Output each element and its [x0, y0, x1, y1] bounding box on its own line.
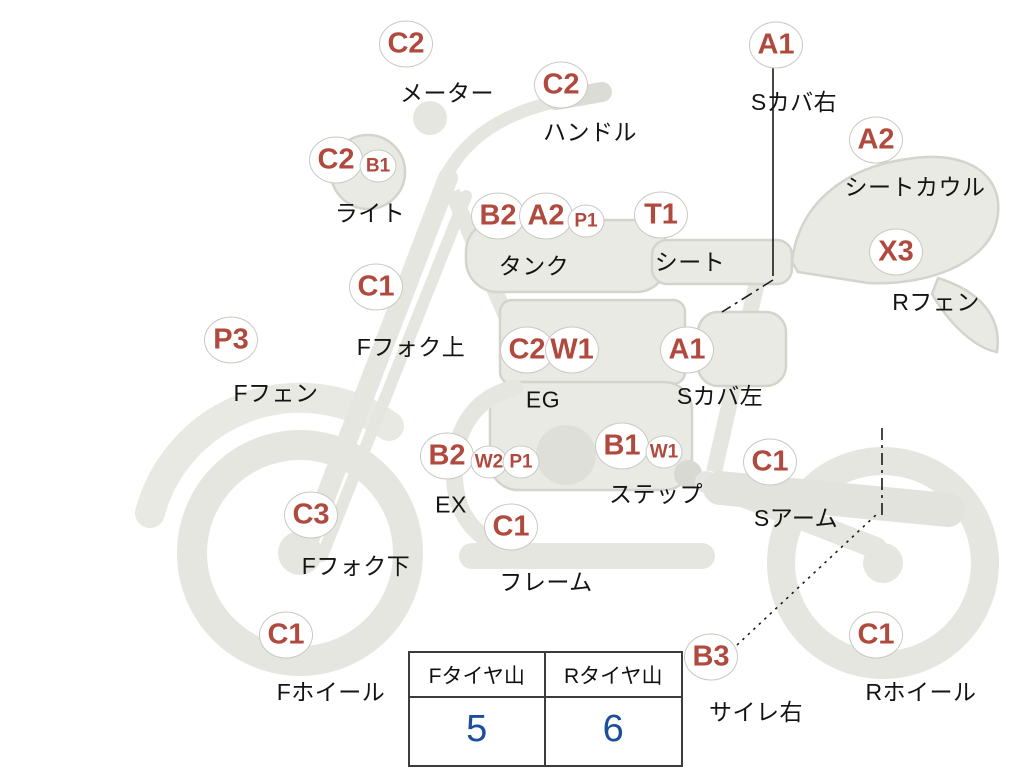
pointer-side-cover-right-dashdot — [721, 279, 774, 313]
grade-badge-primary: C2 — [309, 136, 363, 184]
grade-badge-primary: T1 — [634, 191, 688, 239]
pointer-silencer-dotted — [736, 512, 879, 646]
part-label: フレーム — [499, 569, 593, 595]
tire-table-header-front: Fタイヤ山 — [410, 653, 546, 698]
grade-badge-primary: C2 — [379, 20, 433, 68]
grade-badge-secondary: W2 — [470, 445, 508, 479]
rear-fender-shape — [930, 276, 999, 354]
tire-tread-rear-value: 6 — [602, 708, 624, 750]
grade-badge-primary: C1 — [484, 503, 538, 551]
part-label: EX — [435, 491, 467, 518]
part-label: Sカバ右 — [750, 89, 838, 115]
part-label: Fホイール — [276, 679, 386, 705]
grade-badge-secondary: A2 — [519, 192, 573, 240]
grade-badge-primary: P3 — [204, 316, 258, 364]
grade-badge-primary: A2 — [849, 116, 903, 164]
part-label: EG — [525, 386, 561, 413]
part-label: シート — [654, 249, 726, 275]
grade-badge-secondary: B1 — [359, 149, 397, 183]
grade-badge-primary: B1 — [595, 422, 649, 470]
part-label: Rフェン — [892, 289, 980, 315]
grade-badge-primary: B2 — [471, 192, 525, 240]
part-label: シートカウル — [844, 174, 986, 200]
tail-cowl-shape — [790, 155, 1000, 285]
pointer-lines — [721, 66, 883, 646]
tire-tread-front-value: 5 — [410, 698, 546, 765]
part-label: メーター — [400, 80, 494, 106]
part-label: タンク — [498, 253, 570, 279]
front-fork-shape — [296, 168, 472, 562]
tire-tread-table: Fタイヤ山 Rタイヤ山 5 6 — [408, 651, 683, 767]
meter-shape — [413, 101, 447, 135]
part-label: Sカバ左 — [676, 383, 764, 409]
muffler-shape — [703, 471, 965, 527]
grade-badge-primary: B3 — [684, 633, 738, 681]
part-label: Fフェン — [233, 380, 319, 406]
grade-badge-primary: C1 — [743, 438, 797, 486]
grade-badge-primary: A1 — [660, 326, 714, 374]
part-label: ライト — [334, 200, 406, 226]
exhaust-pipe-shape — [445, 379, 524, 559]
grade-badge-primary: A1 — [749, 21, 803, 69]
grade-badge-primary: C3 — [284, 491, 338, 539]
grade-badge-tertiary: P1 — [567, 204, 605, 238]
part-label: Sアーム — [753, 505, 839, 531]
grade-badge-primary: C1 — [259, 611, 313, 659]
grade-badge-secondary: W1 — [645, 435, 683, 469]
part-label: ハンドル — [543, 119, 637, 145]
part-label: Fフォク下 — [301, 553, 411, 579]
grade-badge-primary: C2 — [500, 326, 554, 374]
part-label: Rホイール — [865, 679, 977, 705]
grade-badge-tertiary: P1 — [502, 445, 540, 479]
part-label: ステップ — [609, 481, 703, 507]
grade-badge-primary: X3 — [869, 228, 923, 276]
grade-badge-primary: C1 — [849, 611, 903, 659]
grade-badge-primary: C1 — [349, 263, 403, 311]
grade-badge-secondary: W1 — [545, 326, 599, 374]
tire-table-header-rear: Rタイヤ山 — [545, 653, 681, 698]
part-label: サイレ右 — [709, 699, 803, 725]
part-label: Fフォク上 — [356, 334, 466, 360]
grade-badge-primary: C2 — [534, 61, 588, 109]
grade-badge-primary: B2 — [420, 432, 474, 480]
